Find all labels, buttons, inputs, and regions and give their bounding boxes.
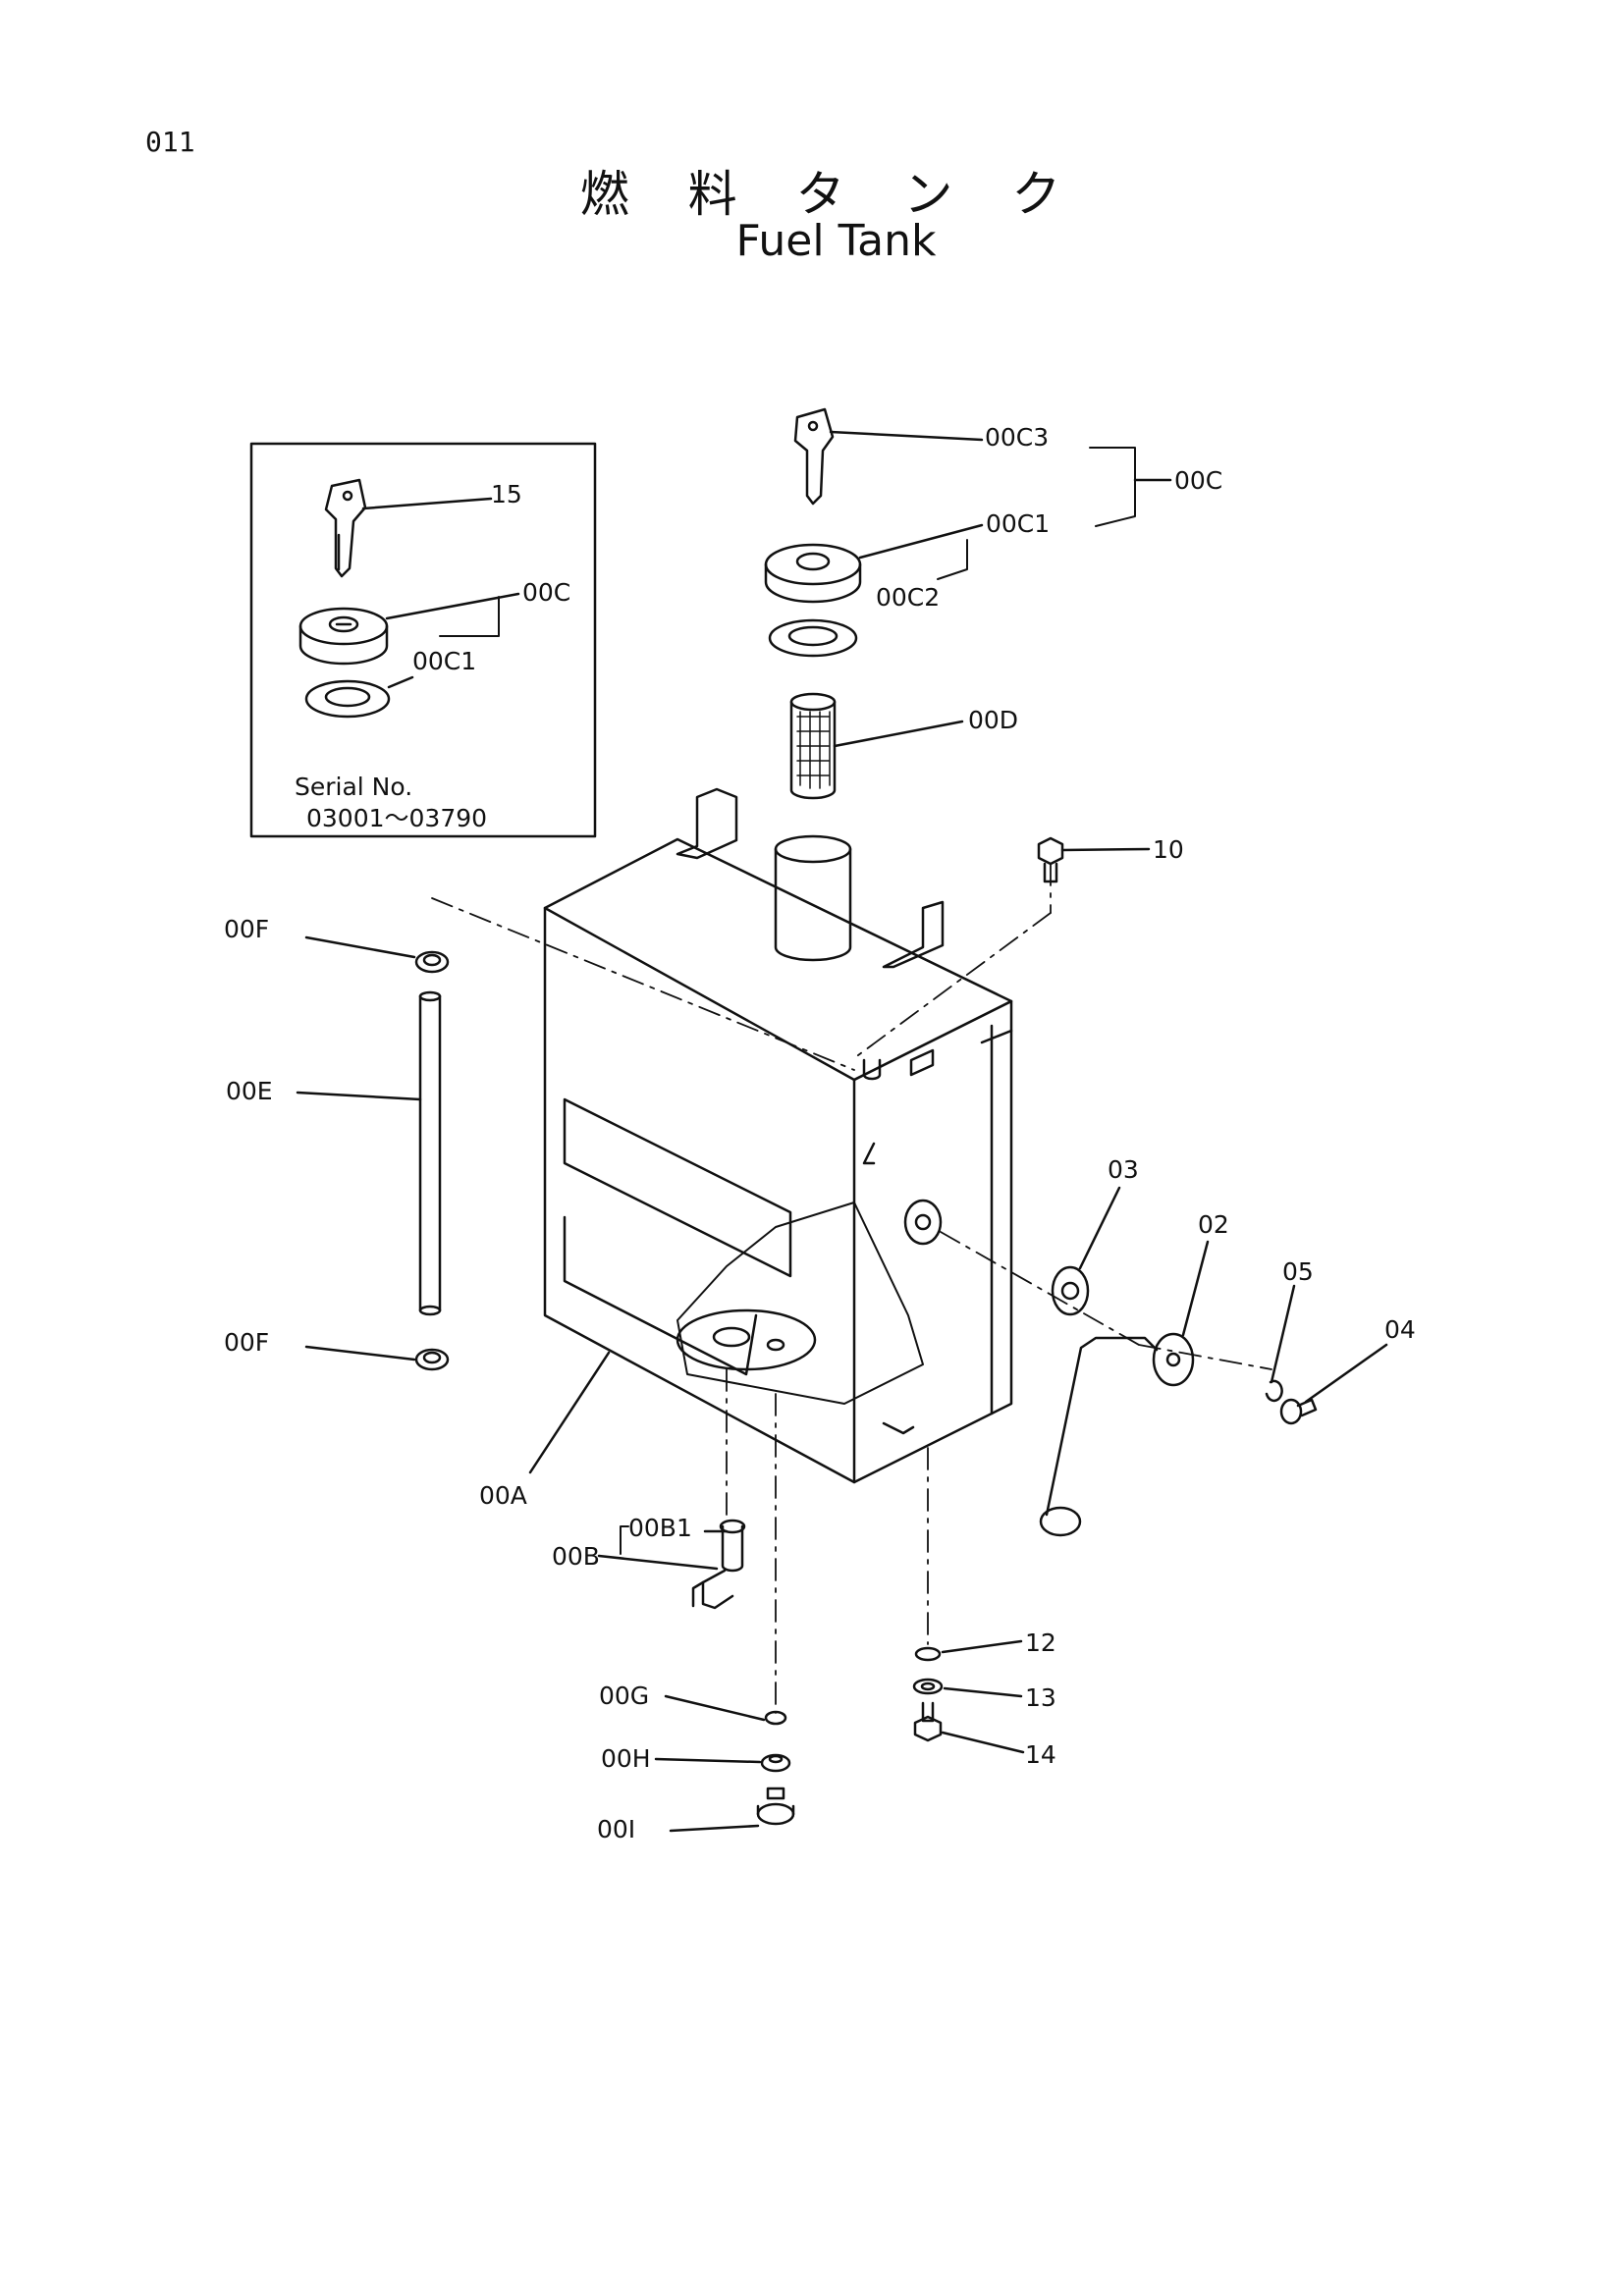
drain-cock-icon: [691, 1519, 746, 1610]
leader-00C1: [858, 523, 984, 560]
leader-14: [941, 1731, 1025, 1754]
hose-clamp-bottom-icon: [414, 1348, 450, 1371]
label-02: 02: [1198, 1210, 1229, 1239]
leader-05: [1270, 1284, 1296, 1384]
label-10: 10: [1153, 835, 1184, 864]
label-00C2: 00C2: [876, 583, 940, 612]
screw-04-icon: [1279, 1398, 1318, 1425]
assembly-guide-lines: [431, 863, 1272, 1714]
inset-label-00C1: 00C1: [412, 647, 476, 675]
hose-clamp-top-icon: [414, 950, 450, 974]
washer-12-icon: [914, 1646, 942, 1662]
label-05: 05: [1282, 1257, 1314, 1286]
leader-13: [943, 1686, 1023, 1698]
label-00C3: 00C3: [985, 423, 1049, 452]
leader-03: [1078, 1186, 1121, 1270]
inset-label-15: 15: [491, 480, 522, 508]
leader-00F-bottom: [304, 1345, 416, 1362]
page-title-japanese: 燃 料 タ ン ク: [579, 166, 1083, 223]
leader-00B: [597, 1554, 719, 1571]
fuel-tank-body: [543, 787, 1013, 1484]
leader-12: [941, 1639, 1023, 1654]
label-00G: 00G: [599, 1682, 649, 1710]
label-00A: 00A: [479, 1481, 527, 1510]
sender-gasket-icon: [1051, 1265, 1090, 1316]
bolt-10-icon: [1037, 836, 1064, 883]
bolt-14-icon: [913, 1701, 943, 1742]
label-00F-top: 00F: [224, 915, 269, 943]
washer-00H-icon: [760, 1753, 791, 1773]
label-03: 03: [1108, 1155, 1139, 1184]
label-00C1: 00C1: [986, 509, 1050, 538]
strainer-icon: [789, 692, 837, 800]
seal-00G-icon: [764, 1710, 787, 1726]
leader-inset-00C1: [387, 675, 414, 689]
leader-02: [1181, 1240, 1210, 1337]
label-00E: 00E: [226, 1077, 273, 1105]
label-00H: 00H: [601, 1744, 651, 1773]
label-13: 13: [1025, 1683, 1056, 1712]
inset-key-icon: [324, 478, 367, 578]
serial-range: 03001～03790: [306, 804, 487, 832]
leader-04: [1304, 1343, 1388, 1404]
leader-00E: [296, 1091, 422, 1101]
inset-gasket-icon: [304, 679, 391, 719]
leader-00A: [528, 1351, 611, 1474]
washer-13-icon: [912, 1678, 944, 1695]
inset-cap-icon: [298, 607, 389, 666]
serial-label: Serial No.: [295, 773, 412, 801]
fuel-sender-icon: [1039, 1332, 1195, 1537]
label-00C: 00C: [1174, 466, 1222, 495]
hose-icon: [418, 990, 442, 1316]
label-04: 04: [1384, 1315, 1416, 1344]
label-14: 14: [1025, 1740, 1056, 1769]
lock-washer-05-icon: [1265, 1379, 1283, 1403]
leader-00F-top: [304, 935, 416, 959]
leader-00C3: [829, 430, 984, 442]
key-icon: [793, 407, 835, 506]
leader-00G: [664, 1694, 766, 1722]
leader-00I: [669, 1824, 760, 1833]
leader-00D: [833, 720, 964, 748]
leader-inset-00C: [385, 592, 520, 620]
page-title-english: Fuel Tank: [735, 216, 937, 266]
leader-inset-15: [361, 497, 493, 510]
label-00B: 00B: [552, 1542, 600, 1571]
label-12: 12: [1025, 1629, 1056, 1657]
fuel-cap-icon: [764, 543, 862, 604]
inset-label-00C: 00C: [522, 578, 570, 607]
leader-10: [1060, 847, 1151, 852]
label-00I: 00I: [597, 1815, 635, 1843]
label-00D: 00D: [968, 706, 1018, 734]
cap-gasket-icon: [768, 618, 858, 658]
label-00B1: 00B1: [628, 1514, 692, 1542]
leader-00H: [654, 1757, 762, 1764]
drain-plug-00I-icon: [756, 1787, 795, 1826]
inset-box: [249, 442, 597, 838]
label-00F-bottom: 00F: [224, 1328, 269, 1357]
page-number: 011: [145, 126, 195, 158]
